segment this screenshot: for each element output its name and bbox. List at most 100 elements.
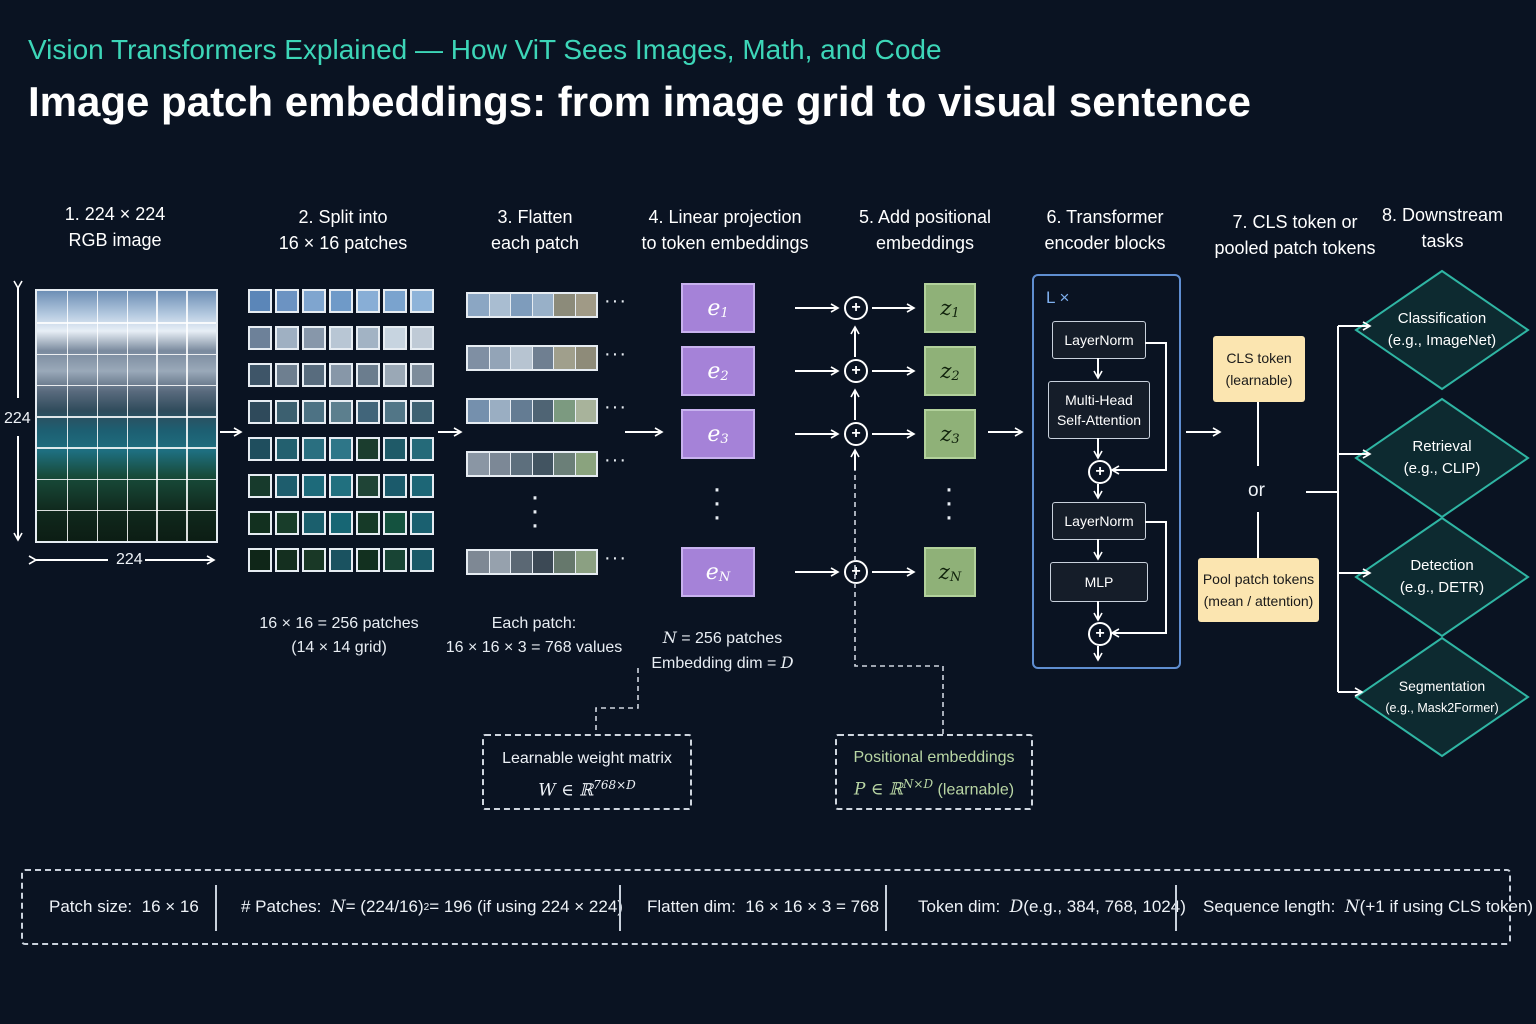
image-patch — [248, 548, 272, 572]
projection-caption: N = 256 patches Embedding dim = D — [640, 626, 805, 676]
image-patch — [410, 400, 434, 424]
positional-add-node: + — [844, 296, 868, 320]
layernorm-1: LayerNorm — [1052, 321, 1146, 359]
weight-note-connector — [595, 668, 639, 734]
weight-matrix-math: W ∈ ℝ768×D — [484, 772, 690, 804]
page-title: Image patch embeddings: from image grid … — [28, 78, 1251, 125]
step-8-title: 8. Downstream tasks — [1375, 202, 1510, 254]
step-5-line-2: embeddings — [875, 233, 975, 253]
image-grid-line — [37, 416, 216, 418]
vector-element — [468, 400, 490, 422]
diamond-shape — [1354, 269, 1530, 391]
flatten-line-1: Each patch: — [491, 615, 577, 632]
image-patch — [302, 363, 326, 387]
step-2-line-1: 2. Split into — [298, 207, 388, 227]
embedding-symbol: e — [707, 421, 721, 447]
image-patch — [275, 326, 299, 350]
vector-element — [489, 400, 511, 422]
transformer-encoder-block: L × — [1032, 274, 1181, 669]
image-patch — [248, 437, 272, 461]
task-label: Retrieval(e.g., CLIP) — [1354, 397, 1530, 519]
step-2-title: 2. Split into 16 × 16 patches — [258, 204, 428, 256]
image-patch — [248, 511, 272, 535]
image-patch — [410, 363, 434, 387]
flattened-patches: ·················· — [466, 290, 636, 580]
downstream-task-diamond: Classification(e.g., ImageNet) — [1354, 269, 1530, 391]
projection-d-text: Embedding dim = — [651, 655, 781, 672]
image-patch — [329, 363, 353, 387]
vector-element — [489, 453, 511, 475]
footer-divider — [885, 885, 887, 931]
step-1-title: 1. 224 × 224 RGB image — [40, 201, 190, 253]
continuation-ellipsis: ··· — [604, 449, 627, 471]
image-patch — [410, 548, 434, 572]
token-index: 3 — [951, 431, 960, 447]
vector-element — [575, 347, 596, 369]
image-patch — [275, 548, 299, 572]
step-4-line-1: 4. Linear projection — [648, 207, 802, 227]
vector-element — [575, 294, 596, 316]
image-patch — [356, 511, 380, 535]
token-symbol: z — [938, 560, 950, 584]
image-patch — [329, 548, 353, 572]
footer-seq-value: (+1 if using CLS token) — [1359, 897, 1534, 916]
residual-skip-2 — [1110, 521, 1167, 638]
vector-element — [489, 347, 511, 369]
vector-element — [511, 347, 533, 369]
projection-line-1: N = 256 patches — [640, 626, 805, 651]
image-patch — [248, 400, 272, 424]
image-patch — [410, 511, 434, 535]
vector-element — [554, 294, 576, 316]
vector-element — [575, 453, 596, 475]
image-patch — [329, 511, 353, 535]
vertical-ellipsis: ··· — [712, 472, 722, 533]
token-index: N — [949, 569, 962, 585]
vector-element — [511, 294, 533, 316]
flattened-patch-vector — [466, 549, 598, 575]
footer-divider — [619, 885, 621, 931]
footer-sequence-length: Sequence length: N (+1 if using CLS toke… — [1203, 871, 1533, 943]
vector-element — [532, 294, 554, 316]
vertical-ellipsis: ··· — [530, 480, 540, 541]
flattened-patch-vector — [466, 451, 598, 477]
image-grid-line — [37, 447, 216, 449]
image-patch — [329, 437, 353, 461]
footer-divider — [1175, 885, 1177, 931]
continuation-ellipsis: ··· — [604, 547, 627, 569]
rgb-image — [35, 289, 218, 543]
vector-element — [532, 453, 554, 475]
downstream-task-diamond: Segmentation(e.g., Mask2Former) — [1354, 636, 1530, 758]
vector-element — [468, 551, 490, 573]
image-patch — [356, 474, 380, 498]
weight-math-var: W ∈ ℝ — [538, 780, 594, 801]
footer-num-patches: # Patches: N = (224/16)2 = 196 (if using… — [241, 871, 623, 943]
task-example: (e.g., ImageNet) — [1387, 332, 1497, 349]
image-height-label: 224 — [4, 410, 31, 427]
cls-token-line-1: CLS token — [1226, 350, 1292, 366]
image-patch — [356, 289, 380, 313]
image-grid-line — [37, 353, 216, 355]
image-patch — [275, 400, 299, 424]
vector-element — [575, 400, 596, 422]
step-4-line-2: to token embeddings — [641, 233, 809, 253]
embedding-index: 2 — [720, 368, 729, 384]
cls-token-box: CLS token (learnable) — [1213, 336, 1305, 402]
image-patch — [248, 363, 272, 387]
image-patch — [302, 289, 326, 313]
image-patch — [302, 437, 326, 461]
image-grid-line — [37, 509, 216, 512]
image-patch — [329, 326, 353, 350]
footer-npatch-label: # Patches: — [241, 897, 322, 916]
diamond-shape — [1354, 516, 1530, 638]
image-patch — [356, 326, 380, 350]
step-4-title: 4. Linear projection to token embeddings — [630, 204, 820, 256]
continuation-ellipsis: ··· — [604, 343, 627, 365]
step-7-title: 7. CLS token or pooled patch tokens — [1205, 209, 1385, 261]
footer-token-value: (e.g., 384, 768, 1024) — [1023, 897, 1186, 916]
image-patch — [275, 363, 299, 387]
mhsa-line-2: Self-Attention — [1056, 412, 1142, 428]
positional-add-node: + — [844, 560, 868, 584]
footer-npatch-var: N — [330, 897, 346, 917]
